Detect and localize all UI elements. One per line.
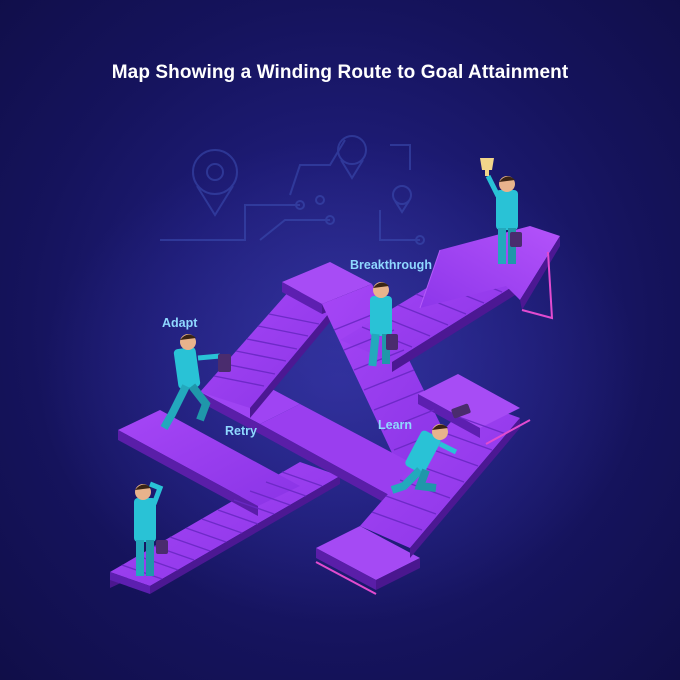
stage-label-adapt: Adapt	[162, 316, 198, 330]
arrow-icon	[419, 226, 560, 320]
location-pin-icon	[392, 185, 412, 214]
confused-person-figure	[134, 481, 168, 576]
briefcase-icon	[451, 403, 471, 419]
briefcase-icon	[156, 540, 168, 554]
briefcase-icon	[218, 354, 231, 372]
circuit-line-icon	[160, 139, 425, 245]
accent-edges	[315, 419, 531, 595]
upper-left-flight	[200, 290, 340, 408]
page-title: Map Showing a Winding Route to Goal Atta…	[111, 62, 569, 83]
crawling-person-figure	[390, 403, 471, 494]
middle-descent	[322, 284, 452, 470]
location-pin-icon	[192, 149, 238, 217]
stage-label-learn: Learn	[378, 418, 412, 432]
stage-label-retry: Retry	[225, 424, 257, 438]
winner-person-figure	[480, 158, 522, 264]
background-map-lines	[160, 135, 425, 245]
trophy-icon	[480, 158, 494, 176]
top-platform	[282, 262, 372, 304]
adapt-staircase	[118, 410, 300, 506]
climbing-person-figure	[160, 334, 231, 430]
learn-platform	[418, 374, 520, 428]
walking-person-figure	[368, 282, 398, 367]
retry-crossing	[260, 404, 440, 500]
briefcase-icon	[386, 334, 398, 350]
briefcase-icon	[510, 232, 522, 247]
stage-label-breakthrough: Breakthrough	[350, 258, 432, 272]
